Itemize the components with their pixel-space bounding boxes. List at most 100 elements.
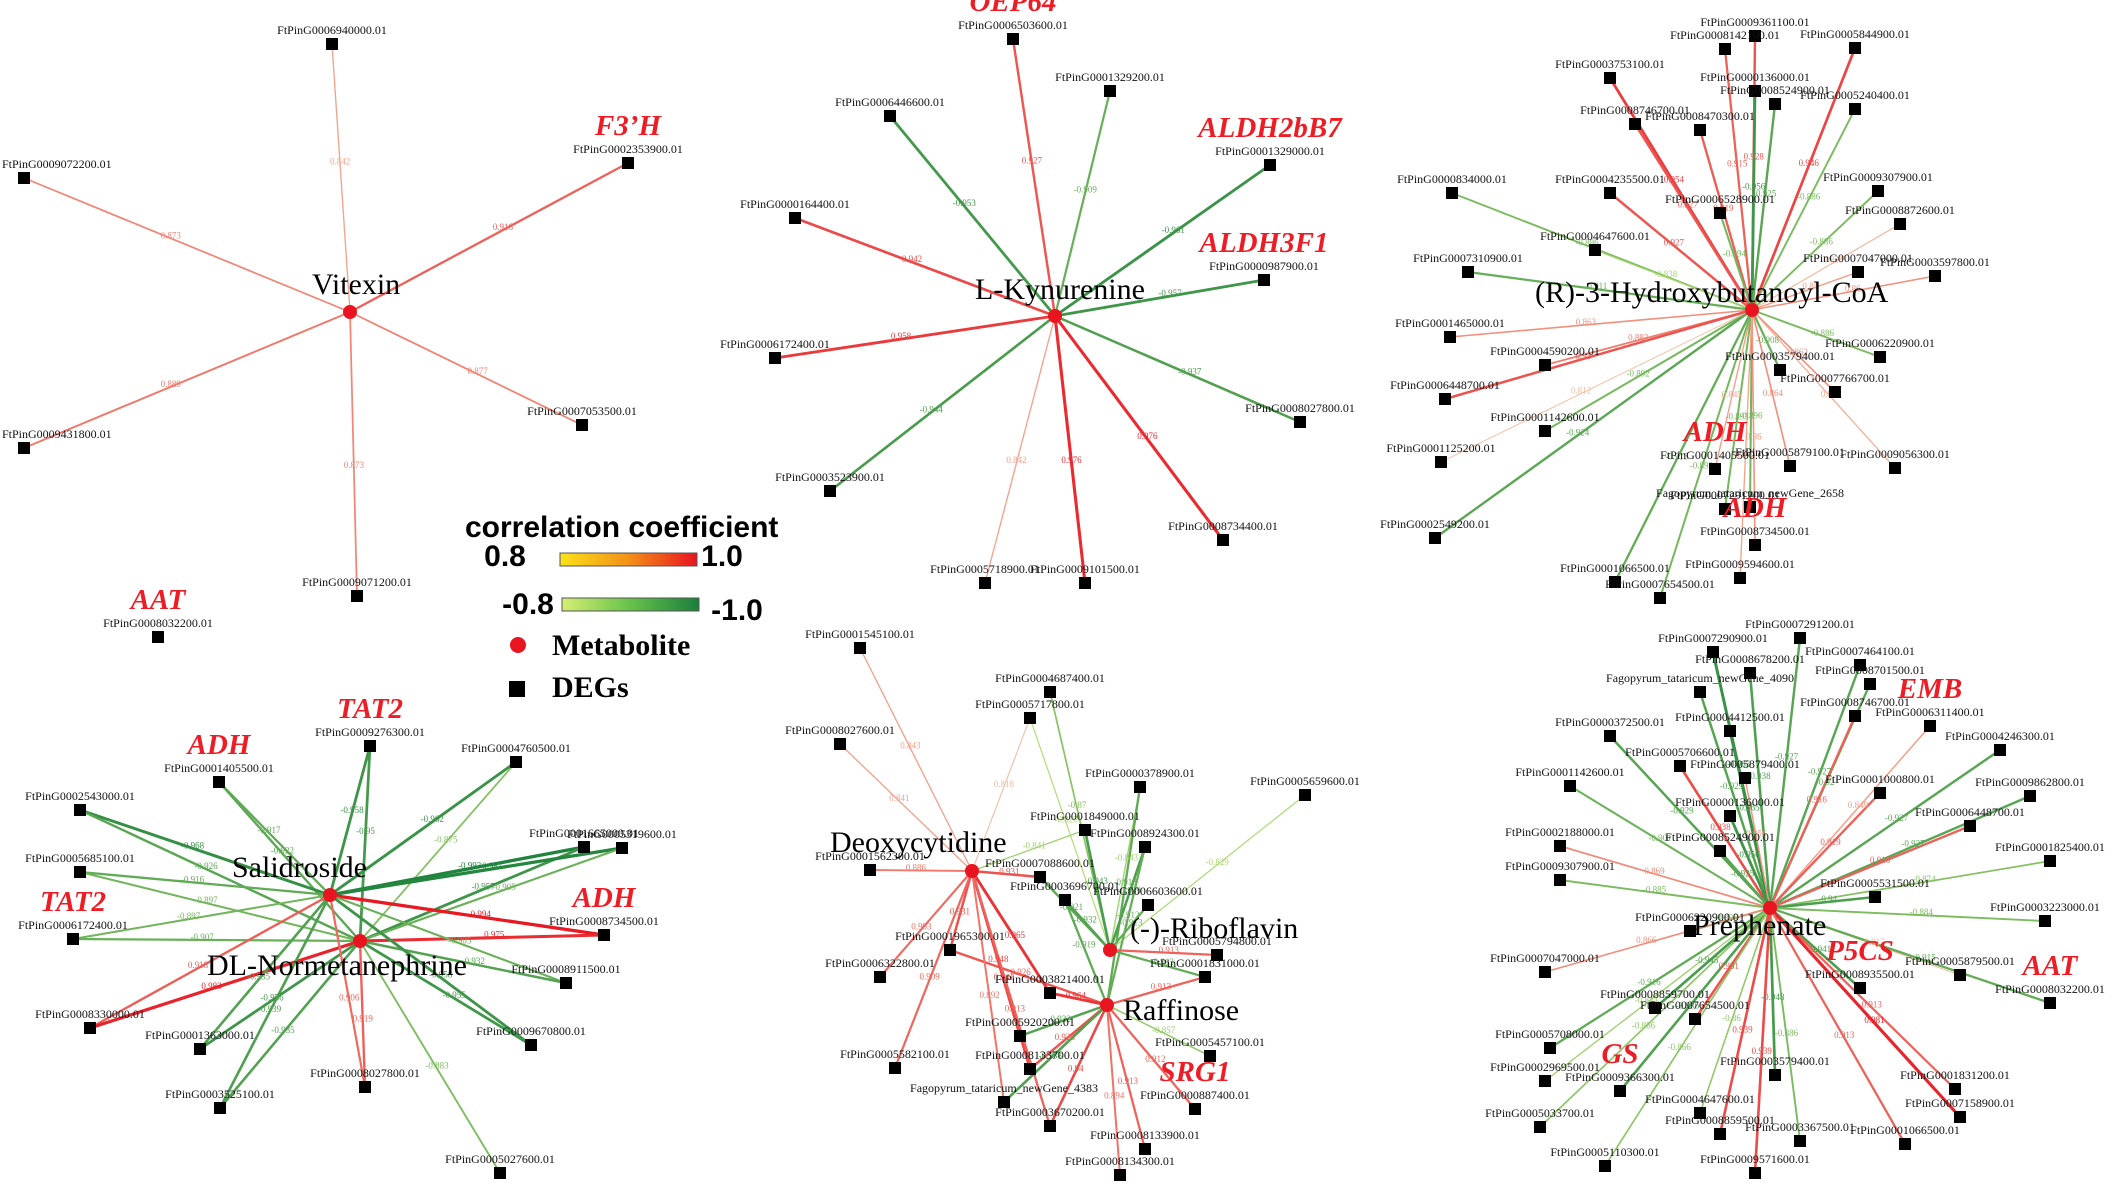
deg-node — [1929, 270, 1941, 282]
deg-node — [1589, 244, 1601, 256]
correlation-edge — [1064, 899, 1111, 951]
deg-node — [1769, 98, 1781, 110]
deg-node — [2024, 790, 2036, 802]
correlation-edge — [1544, 907, 1771, 1082]
gene-label: FtPinG0005920200.01 — [965, 1015, 1075, 1029]
correlation-edge — [1054, 314, 1301, 424]
edge-weight-label: -0.826 — [1054, 814, 1078, 824]
legend-neg-min: -0.8 — [502, 588, 554, 621]
gene-label: FtPinG0001405500.01 — [164, 761, 274, 775]
gene-label: FtPinG0009307900.01 — [1823, 170, 1933, 184]
edge-weight-label: -0.883 — [425, 1061, 449, 1071]
deg-node — [1604, 187, 1616, 199]
correlation-edge — [774, 314, 1056, 360]
edge-weight-label: -0.939 — [258, 1004, 282, 1014]
deg-node — [884, 110, 896, 122]
deg-node — [1142, 899, 1154, 911]
gene-label: FtPinG0006322800.01 — [825, 956, 935, 970]
correlation-edge — [1063, 899, 1109, 1006]
edge-weight-label: 0.976 — [1137, 431, 1158, 441]
correlation-edge — [1768, 664, 1862, 909]
gene-label: FtPinG0001329200.01 — [1055, 70, 1165, 84]
correlation-edge — [349, 311, 358, 597]
deg-node — [1444, 331, 1456, 343]
gene-label: FtPinG0001066500.01 — [1560, 561, 1670, 575]
edge-weight-label: -0.968 — [181, 840, 205, 850]
gene-label: FtPinG0003579400.01 — [1720, 1054, 1830, 1068]
edge-weight-label: 0.843 — [900, 740, 921, 750]
correlation-edge — [971, 717, 1031, 872]
correlation-edge — [1750, 90, 1757, 311]
metabolite-label: (-)-Riboflavin — [1130, 912, 1298, 945]
gene-label: FtPinG0005844900.01 — [1800, 27, 1910, 41]
edge-weight-label: 0.85 — [1802, 281, 1818, 291]
edge-weight-label: -0.935 — [271, 1025, 295, 1035]
gene-label: FtPinG0001831000.01 — [1150, 956, 1260, 970]
edge-weight-label: -0.86 — [1722, 1013, 1741, 1023]
gene-label: FtPinG0002543000.01 — [25, 789, 135, 803]
deg-node — [1899, 1138, 1911, 1150]
correlation-edge — [1054, 163, 1271, 318]
metabolite-node — [965, 864, 979, 878]
correlation-edge — [1569, 785, 1771, 909]
metabolite-label: Raffinose — [1123, 994, 1239, 1027]
correlation-edge — [1698, 129, 1754, 311]
correlation-edge — [1769, 907, 1801, 1142]
gene-label: FtPinG0005879400.01 — [1690, 757, 1800, 771]
correlation-edge — [1106, 1004, 1211, 1057]
metabolite-label: Prephenate — [1693, 909, 1826, 942]
legend-deg-marker — [509, 681, 525, 697]
correlation-edge — [1106, 1004, 1196, 1110]
correlation-edge — [1751, 309, 1781, 371]
edge-weight-label: 0.919 — [353, 1013, 374, 1023]
deg-node — [1964, 820, 1976, 832]
deg-node — [1949, 1083, 1961, 1095]
edge-weight-label: -0.918 — [1114, 877, 1138, 887]
correlation-edge — [893, 870, 974, 1069]
edge-weight-label: 0.863 — [1576, 317, 1597, 327]
deg-node — [1429, 532, 1441, 544]
edge-weight-label: -0.957 — [1158, 288, 1182, 298]
gene-label: FtPinG0006448700.01 — [1390, 378, 1500, 392]
correlation-edge — [1109, 948, 1206, 979]
edge-weight-label: -0.916 — [181, 874, 205, 884]
correlation-edge — [1751, 108, 1856, 311]
edge-weight-label: 0.877 — [467, 366, 488, 376]
gene-label: FtPinG0008701500.01 — [1815, 663, 1925, 677]
gene-label: FtPinG0008524900.01 — [1665, 830, 1775, 844]
edge-weight-label: 0.916 — [1870, 855, 1891, 865]
deg-node — [1694, 1107, 1706, 1119]
deg-node — [1954, 1111, 1966, 1123]
edge-weight-label: 0.812 — [1571, 386, 1591, 396]
gene-label: FtPinG0007310900.01 — [1413, 251, 1523, 265]
correlation-edge — [329, 893, 532, 1047]
legend-metabolite-label: Metabolite — [552, 629, 690, 662]
gene-label: FtPinG0003696700.01 — [1010, 879, 1120, 893]
edge-weight-label: 0.964 — [1066, 990, 1087, 1000]
correlation-edge — [1769, 725, 1931, 909]
deg-node — [1539, 425, 1551, 437]
gene-label: FtPinG0000164400.01 — [740, 197, 850, 211]
legend: correlation coefficient 0.8 1.0 -0.8 -1.… — [465, 511, 778, 704]
edge-weight-label: -0.915 — [1665, 452, 1689, 462]
legend-degs-label: DEGs — [552, 671, 629, 704]
gene-label: FtPinG0000834000.01 — [1397, 172, 1507, 186]
gene-label: FtPinG0005531500.01 — [1820, 876, 1930, 890]
correlation-edge — [1544, 907, 1771, 973]
gene-name-highlight: GS — [1601, 1038, 1638, 1070]
edge-weight-label: -0.927 — [1885, 813, 1909, 823]
deg-node — [1299, 789, 1311, 801]
correlation-edge — [329, 846, 623, 897]
correlation-edge — [1714, 309, 1753, 470]
gene-label: FtPinG0001329000.01 — [1215, 144, 1325, 158]
deg-node — [1694, 124, 1706, 136]
gene-label: FtPinG0001465000.01 — [1395, 316, 1505, 330]
correlation-edge — [219, 940, 361, 1109]
edge-weight-label: 0.909 — [919, 971, 940, 981]
correlation-edge — [1011, 38, 1057, 317]
deg-node — [1044, 1120, 1056, 1132]
deg-node — [1079, 577, 1091, 589]
correlation-edge — [971, 869, 1041, 879]
deg-node — [351, 590, 363, 602]
gene-label: FtPinG0000136000.01 — [1700, 70, 1810, 84]
